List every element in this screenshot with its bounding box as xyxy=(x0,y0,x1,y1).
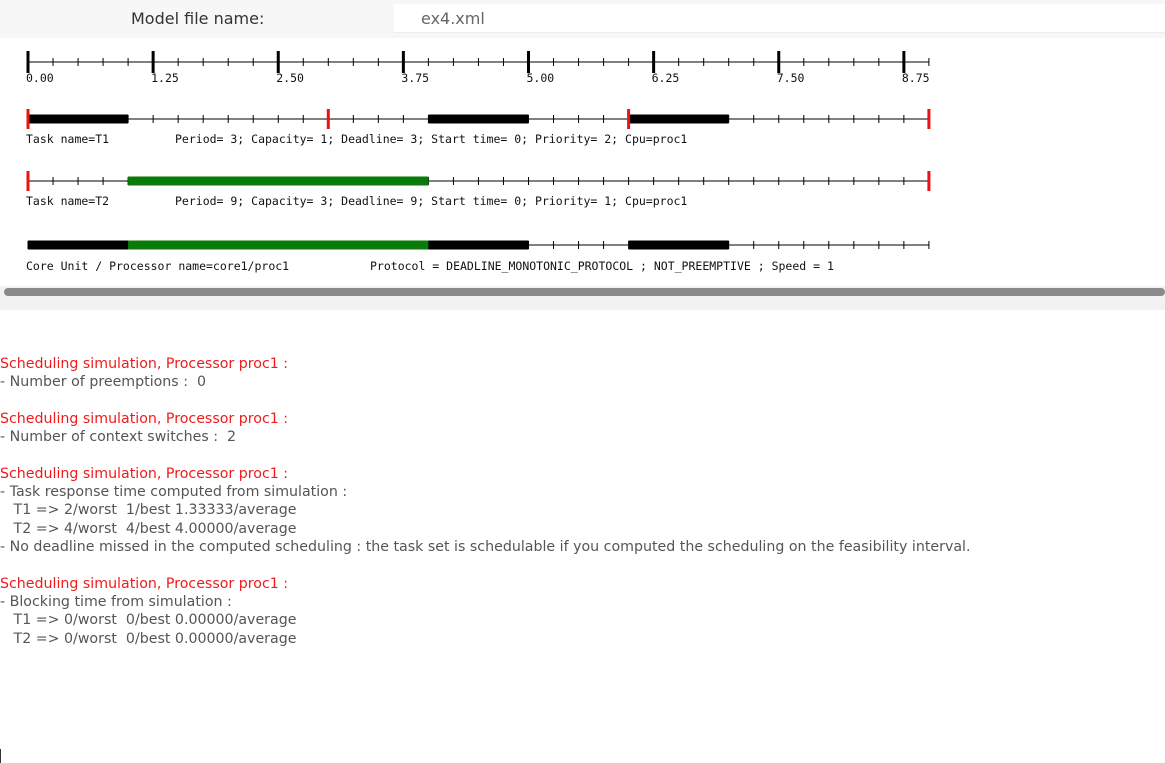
log-block: Scheduling simulation, Processor proc1 :… xyxy=(0,355,1165,392)
time-axis-major-tick xyxy=(276,51,280,73)
horizontal-scrollbar-thumb[interactable] xyxy=(4,288,1165,296)
time-axis-tick-label: 7.50 xyxy=(777,71,805,85)
time-axis-tick-label: 1.25 xyxy=(151,71,179,85)
processor-name-label: Core Unit / Processor name=core1/proc1 xyxy=(26,259,289,273)
processor-execution-bar xyxy=(428,240,529,250)
log-heading: Scheduling simulation, Processor proc1 : xyxy=(0,356,289,372)
time-axis-major-tick xyxy=(527,51,530,73)
simulation-log: Scheduling simulation, Processor proc1 :… xyxy=(0,355,1165,666)
log-block: Scheduling simulation, Processor proc1 :… xyxy=(0,575,1165,649)
processor-execution-bar xyxy=(28,240,129,250)
task-execution-bar xyxy=(28,114,129,124)
time-axis-tick-label: 2.50 xyxy=(276,71,304,85)
text-caret xyxy=(0,749,1,763)
log-line: T1 => 0/worst 0/best 0.00000/average xyxy=(0,612,297,629)
time-axis-tick-label: 0.00 xyxy=(26,71,54,85)
log-line: T1 => 2/worst 1/best 1.33333/average xyxy=(0,502,297,519)
log-line: T2 => 4/worst 4/best 4.00000/average xyxy=(0,520,297,537)
log-line: - Number of context switches : 2 xyxy=(0,429,237,446)
time-axis-major-tick xyxy=(26,51,30,73)
time-axis-major-tick xyxy=(401,51,405,73)
task-release-marker xyxy=(927,171,931,191)
log-heading: Scheduling simulation, Processor proc1 : xyxy=(0,410,289,427)
log-heading: Scheduling simulation, Processor proc1 : xyxy=(0,575,289,592)
task-execution-bar xyxy=(428,114,529,124)
model-file-bar: Model file name: ex4.xml xyxy=(0,0,1165,38)
time-axis-major-tick xyxy=(777,51,781,73)
time-axis-major-tick xyxy=(151,51,155,73)
log-heading: Scheduling simulation, Processor proc1 : xyxy=(0,465,289,482)
log-line: T2 => 0/worst 0/best 0.00000/average xyxy=(0,630,297,647)
log-line: - Number of preemptions : 0 xyxy=(0,374,207,391)
model-file-field[interactable]: ex4.xml xyxy=(394,4,1165,33)
log-block: Scheduling simulation, Processor proc1 :… xyxy=(0,465,1165,557)
log-line: - No deadline missed in the computed sch… xyxy=(0,539,971,556)
processor-protocol-label: Protocol = DEADLINE_MONOTONIC_PROTOCOL ;… xyxy=(370,259,834,273)
processor-execution-bar xyxy=(628,240,729,250)
time-axis-major-tick xyxy=(902,51,906,73)
task-release-marker xyxy=(627,109,631,129)
task-execution-bar xyxy=(628,114,729,124)
time-axis-tick-label: 5.00 xyxy=(527,71,555,85)
task-release-marker xyxy=(26,109,30,129)
log-line: - Blocking time from simulation : xyxy=(0,594,232,611)
time-axis-tick-label: 8.75 xyxy=(902,71,930,85)
task-params-label: Period= 3; Capacity= 1; Deadline= 3; Sta… xyxy=(175,132,687,146)
task-release-marker xyxy=(26,171,30,191)
time-axis-tick-label: 3.75 xyxy=(401,71,429,85)
time-axis-major-tick xyxy=(652,51,656,73)
task-release-marker xyxy=(927,109,931,129)
task-params-label: Period= 9; Capacity= 3; Deadline= 9; Sta… xyxy=(175,194,687,208)
task-release-marker xyxy=(326,109,330,129)
model-file-value: ex4.xml xyxy=(421,9,485,28)
task-name-label: Task name=T1 xyxy=(26,132,109,146)
task-name-label: Task name=T2 xyxy=(26,194,109,208)
model-file-label: Model file name: xyxy=(131,9,265,28)
task-execution-bar xyxy=(128,176,429,186)
log-line: - Task response time computed from simul… xyxy=(0,484,348,501)
time-axis-tick-label: 6.25 xyxy=(652,71,680,85)
log-block: Scheduling simulation, Processor proc1 :… xyxy=(0,410,1165,447)
processor-execution-bar xyxy=(128,240,429,250)
